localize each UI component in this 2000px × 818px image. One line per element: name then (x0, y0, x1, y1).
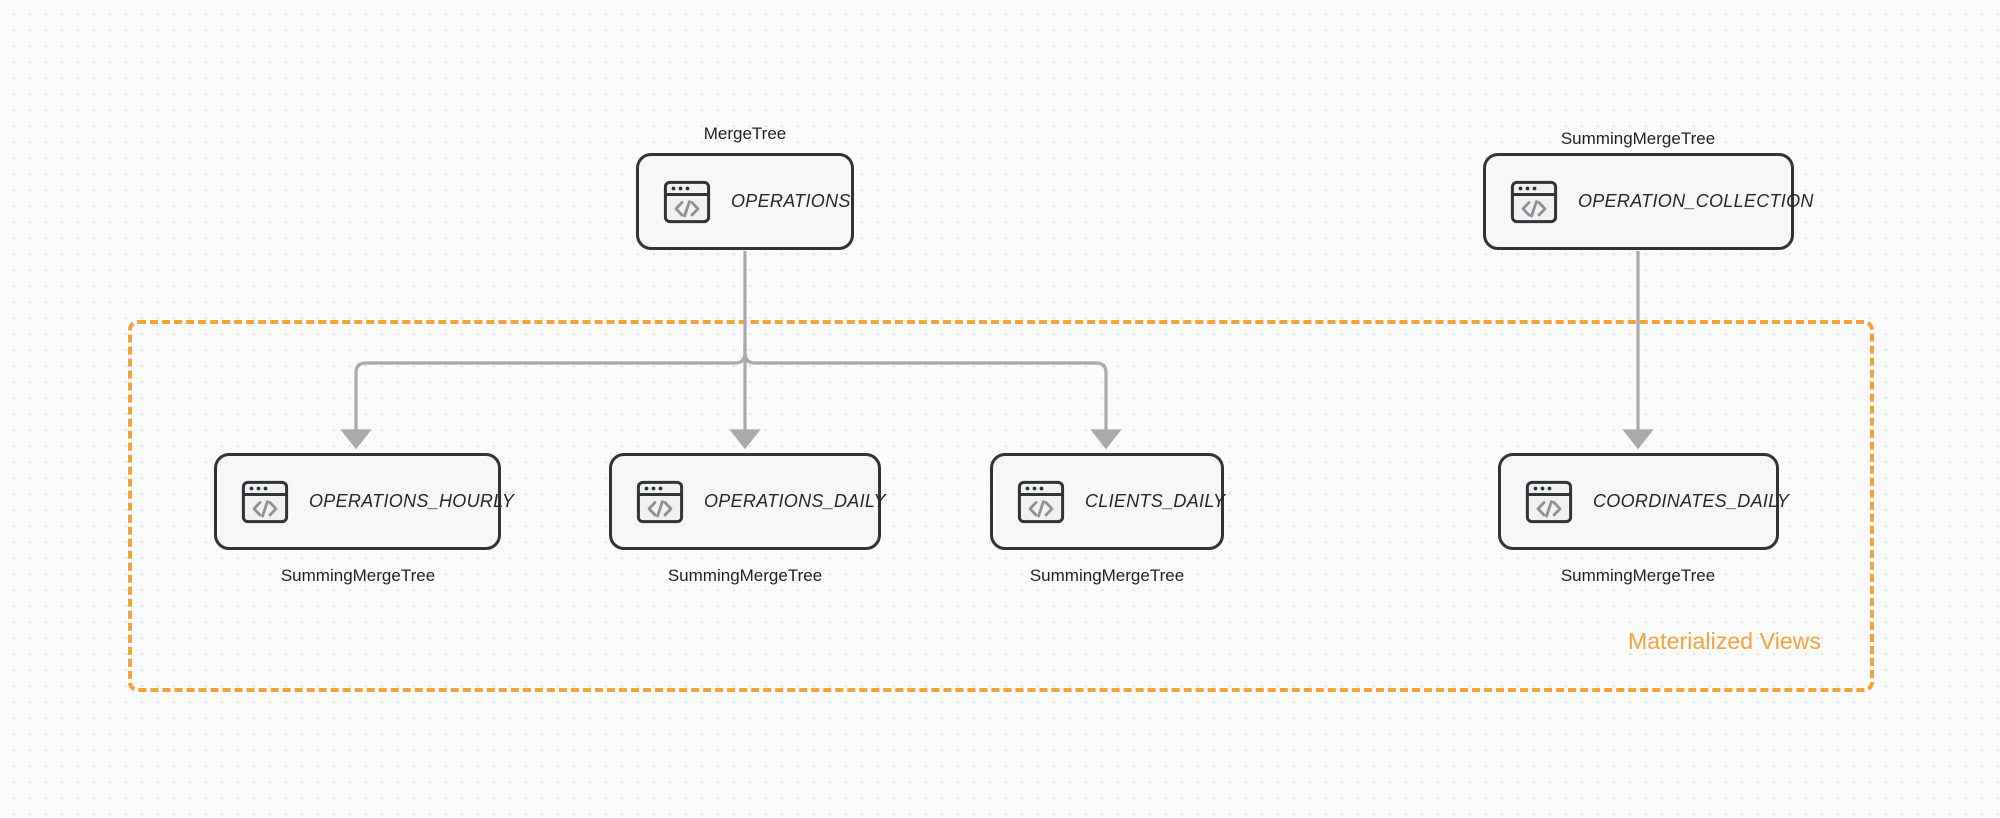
materialized-views-group-label: Materialized Views (1628, 628, 1822, 654)
engine-label-clients-daily: SummingMergeTree (1029, 566, 1185, 585)
engine-label-operations: MergeTree (703, 124, 787, 143)
node-operation-collection[interactable]: OPERATION_COLLECTION (1483, 153, 1813, 250)
node-label-operation-collection: OPERATION_COLLECTION (1578, 191, 1814, 211)
engine-label-operation-collection: SummingMergeTree (1560, 129, 1716, 148)
materialized-views-group (128, 320, 1874, 692)
code-window-icon (1525, 480, 1573, 523)
node-operations-daily[interactable]: OPERATIONS_DAILY (609, 453, 886, 550)
node-label-clients-daily: CLIENTS_DAILY (1085, 491, 1226, 511)
node-operations[interactable]: OPERATIONS (636, 153, 854, 250)
node-label-operations-daily: OPERATIONS_DAILY (704, 491, 886, 511)
code-window-icon (663, 180, 711, 223)
engine-label-operations-daily: SummingMergeTree (667, 566, 823, 585)
node-label-operations: OPERATIONS (731, 191, 851, 211)
node-label-operations-hourly: OPERATIONS_HOURLY (309, 491, 515, 511)
node-coordinates-daily[interactable]: COORDINATES_DAILY (1498, 453, 1789, 550)
node-clients-daily[interactable]: CLIENTS_DAILY (990, 453, 1226, 550)
code-window-icon (1017, 480, 1065, 523)
node-label-coordinates-daily: COORDINATES_DAILY (1593, 491, 1790, 511)
code-window-icon (636, 480, 684, 523)
engine-label-coordinates-daily: SummingMergeTree (1560, 566, 1716, 585)
engine-label-operations-hourly: SummingMergeTree (280, 566, 436, 585)
node-operations-hourly[interactable]: OPERATIONS_HOURLY (214, 453, 514, 550)
code-window-icon (1510, 180, 1558, 223)
code-window-icon (241, 480, 289, 523)
